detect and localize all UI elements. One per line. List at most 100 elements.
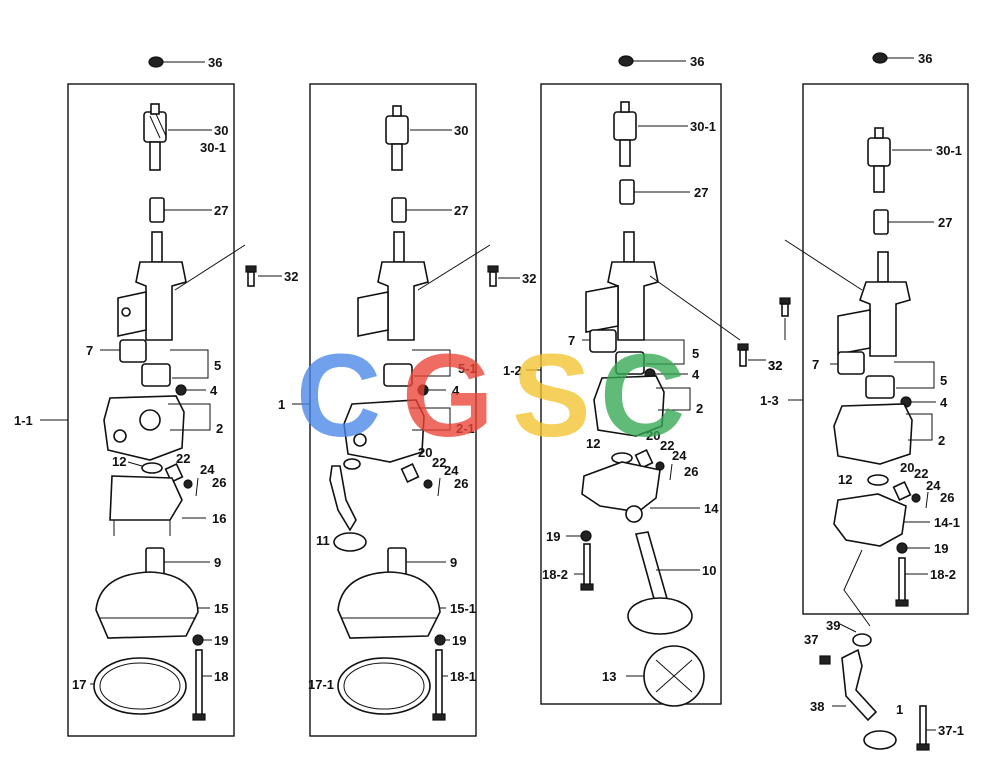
bolt-32: [737, 343, 749, 351]
part-label-30-1: 30-1: [690, 119, 716, 134]
part-label-5: 5: [940, 373, 947, 388]
part-label-19: 19: [546, 529, 560, 544]
part-label-5: 5: [214, 358, 221, 373]
part-label-22: 22: [176, 451, 190, 466]
pump-shaft: [393, 231, 405, 263]
assembly-frame-3: [540, 83, 722, 705]
washer-19: [192, 634, 204, 646]
nut-36: [618, 55, 634, 67]
part-label-16: 16: [212, 511, 226, 526]
part-label-13: 13: [602, 669, 616, 684]
part-label-26: 26: [684, 464, 698, 479]
part-label-24: 24: [444, 463, 459, 478]
pump-body-2-1: [343, 399, 425, 463]
pump-shaft: [877, 251, 889, 283]
part-label-18: 18: [214, 669, 228, 684]
drive-shaft-stub: [149, 141, 161, 171]
part-label-30: 30: [214, 123, 228, 138]
gear-7: [119, 339, 147, 363]
part-label-4: 4: [692, 367, 700, 382]
gear-7: [589, 329, 617, 353]
strainer-15: [95, 571, 199, 639]
part-label-2: 2: [938, 433, 945, 448]
part-label-24: 24: [672, 448, 687, 463]
assembly-label: 1-2: [503, 363, 522, 378]
bolt-18-2: [583, 543, 591, 587]
part-label-26: 26: [454, 476, 468, 491]
cover-14: [581, 461, 661, 513]
pump-housing-upper: [135, 261, 187, 341]
ball-4: [175, 384, 187, 396]
part-label-11: 11: [316, 533, 330, 548]
part-label-20: 20: [646, 428, 660, 443]
gear-5: [141, 363, 171, 387]
o-ring-12: [867, 474, 889, 486]
sleeve-27: [619, 179, 635, 205]
part-label-19: 19: [934, 541, 948, 556]
part-label-4: 4: [210, 383, 218, 398]
gear-7: [837, 351, 865, 375]
pump-shaft: [623, 231, 635, 263]
part-label-2: 2: [216, 421, 223, 436]
part-label-27: 27: [454, 203, 468, 218]
part-label-1: 1: [896, 702, 903, 717]
watermark-letter-c: C: [296, 330, 381, 462]
spring-22: [634, 449, 654, 469]
plug-24: [423, 479, 433, 489]
plug-24: [183, 479, 193, 489]
cgsc-watermark: C G S C: [296, 330, 685, 462]
gear-5-1: [383, 363, 413, 387]
part-label-9: 9: [214, 555, 221, 570]
part-label-32: 32: [522, 271, 536, 286]
part-label-27: 27: [214, 203, 228, 218]
part-label-39: 39: [826, 618, 840, 633]
part-label-15-1: 15-1: [450, 601, 476, 616]
washer-19: [580, 530, 592, 542]
part-label-30-1: 30-1: [936, 143, 962, 158]
spring-22: [400, 463, 420, 483]
part-label-19: 19: [452, 633, 466, 648]
sleeve-27: [149, 197, 165, 223]
bolt-18-2: [898, 557, 906, 603]
part-label-32: 32: [768, 358, 782, 373]
pickup-pipe-10: [634, 531, 669, 608]
part-label-30: 30: [454, 123, 468, 138]
watermark-letter-c2: C: [600, 330, 685, 462]
pickup-pipe-11: [329, 465, 357, 532]
assembly-frame-1: [67, 83, 235, 737]
assembly-label: 1-3: [760, 393, 779, 408]
part-label-10: 10: [702, 563, 716, 578]
pump-housing-upper: [377, 261, 429, 341]
part-label-24: 24: [926, 478, 941, 493]
part-label-2-1: 2-1: [456, 421, 475, 436]
part-label-27: 27: [938, 215, 952, 230]
sleeve-27: [873, 209, 889, 235]
assembly-1: 1 30 27 32 5-1 4 2-1 20 22 24 26: [278, 105, 536, 721]
part-label-17: 17: [72, 677, 86, 692]
part-label-24: 24: [200, 462, 215, 477]
gear-5: [615, 351, 645, 375]
drive-gear-30-1: [613, 111, 637, 141]
part-label-4: 4: [452, 383, 460, 398]
part-label-26: 26: [940, 490, 954, 505]
part-label-17-1: 17-1: [308, 677, 334, 692]
plug-24: [911, 493, 921, 503]
spring-22: [892, 481, 912, 501]
part-label-14-1: 14-1: [934, 515, 960, 530]
part-label-38: 38: [810, 699, 824, 714]
part-label-30-1: 30-1: [200, 140, 226, 155]
part-label-32: 32: [284, 269, 298, 284]
strainer-15-1: [337, 571, 441, 639]
part-label-36: 36: [690, 54, 704, 69]
pump-shaft: [151, 231, 163, 263]
part-label-36: 36: [918, 51, 932, 66]
part-label-27: 27: [694, 185, 708, 200]
part-label-14: 14: [704, 501, 719, 516]
part-label-32: 32: [768, 358, 782, 373]
assembly-frame-2: [309, 83, 477, 737]
drive-gear-30: [385, 115, 409, 145]
nut-36: [148, 56, 164, 68]
part-label-37: 37: [804, 632, 818, 647]
part-label-22: 22: [660, 438, 674, 453]
